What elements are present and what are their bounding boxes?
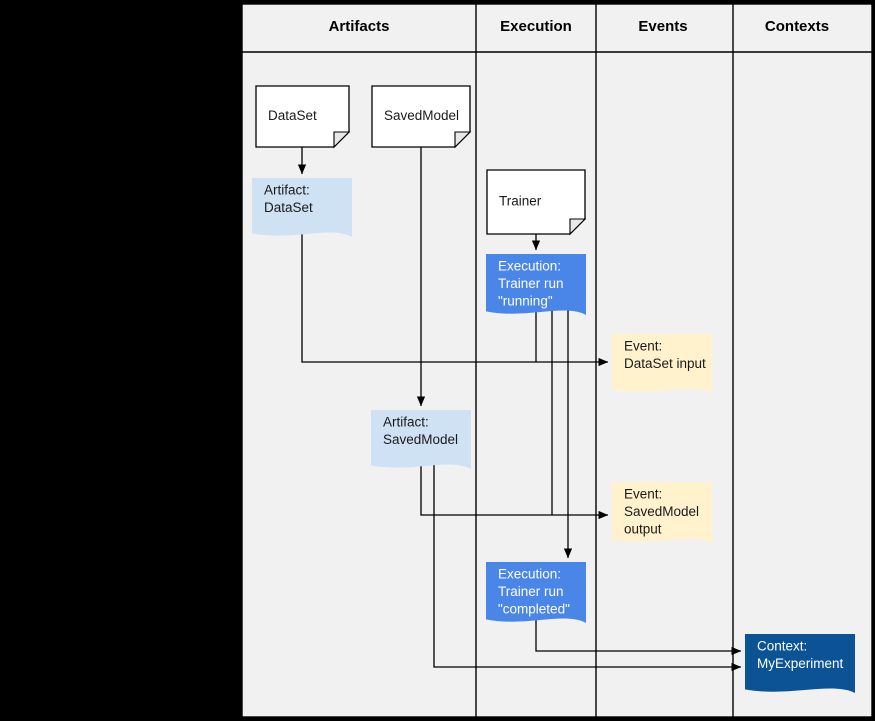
- node-label-line: output: [624, 522, 662, 537]
- node-label-line: SavedModel: [383, 432, 458, 447]
- connector-artifact-dataset-to-event-dataset-input: [301, 228, 609, 367]
- node-artifact-dataset: Artifact: DataSet: [252, 178, 352, 237]
- node-label-line: Event:: [624, 339, 662, 354]
- connector-artifact-savedmodel-to-event-savedmodel-output: [420, 460, 609, 520]
- node-savedmodel-type: SavedModel: [371, 85, 472, 149]
- document-fold-icon: [333, 131, 351, 149]
- node-shape-note: [612, 482, 712, 543]
- document-fold-icon: [569, 218, 587, 236]
- document-fold-icon: [454, 131, 472, 149]
- node-context-myexperiment: Context: MyExperiment: [745, 634, 855, 693]
- node-shape-note: [745, 634, 855, 693]
- node-execution-trainer-running: Execution: Trainer run "running": [486, 254, 586, 315]
- node-label-line: Execution:: [498, 259, 561, 274]
- node-label-line: Trainer: [499, 194, 542, 209]
- node-trainer-type: Trainer: [486, 169, 587, 236]
- swimlane-events: Events: [595, 4, 688, 717]
- swimlane-contexts: Contexts: [732, 4, 829, 717]
- node-shape-note: [486, 254, 586, 315]
- node-label-line: MyExperiment: [757, 656, 844, 671]
- node-label-line: DataSet input: [624, 356, 706, 371]
- node-shape-note: [486, 562, 586, 623]
- node-shape-note: [252, 178, 352, 237]
- connector-execution-completed-to-context: [535, 613, 742, 656]
- connectors: [297, 147, 742, 672]
- node-label-line: "running": [498, 294, 553, 309]
- node-execution-trainer-completed: Execution: Trainer run "completed": [486, 562, 586, 623]
- lane-title-events: Events: [638, 18, 687, 35]
- swimlane-execution: Execution: [475, 4, 572, 717]
- node-label-line: Trainer run: [498, 276, 564, 291]
- node-label-line: Execution:: [498, 567, 561, 582]
- connector-artifact-savedmodel-to-context: [433, 462, 742, 672]
- panel-frame: [241, 3, 873, 718]
- diagram-panel-border: [241, 3, 873, 718]
- node-label-line: Artifact:: [383, 415, 429, 430]
- node-label-line: DataSet: [268, 108, 317, 123]
- node-event-savedmodel-output: Event: SavedModel output: [612, 482, 712, 543]
- node-event-dataset-input: Event: DataSet input: [612, 334, 712, 393]
- node-label-line: "completed": [498, 602, 570, 617]
- node-label-line: Trainer run: [498, 584, 564, 599]
- swimlane-artifacts: Artifacts: [329, 18, 390, 35]
- node-label-line: DataSet: [264, 200, 313, 215]
- node-label-line: Artifact:: [264, 183, 310, 198]
- node-dataset-type: DataSet: [255, 85, 351, 149]
- node-label-line: Event:: [624, 487, 662, 502]
- node-label-line: Context:: [757, 639, 807, 654]
- node-shape-note: [612, 334, 712, 393]
- lane-title-execution: Execution: [500, 18, 572, 35]
- node-label-line: SavedModel: [384, 108, 459, 123]
- lane-title-contexts: Contexts: [765, 18, 829, 35]
- lane-title-artifacts: Artifacts: [329, 18, 390, 35]
- node-label-line: SavedModel: [624, 504, 699, 519]
- node-artifact-savedmodel: Artifact: SavedModel: [371, 410, 471, 469]
- node-shape-note: [371, 410, 471, 469]
